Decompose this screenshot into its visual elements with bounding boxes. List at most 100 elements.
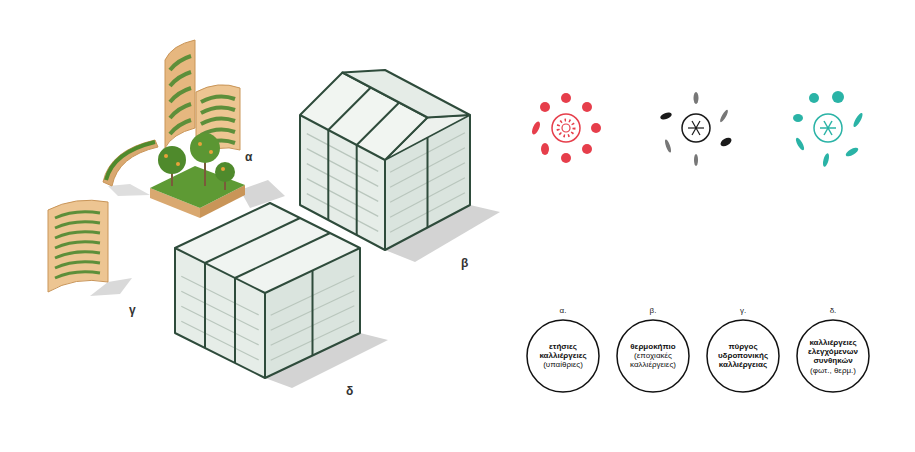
circle-note: (φωτ., θερμ.): [808, 365, 858, 374]
warm-season-icon: [530, 93, 601, 163]
drawing-part: [824, 121, 832, 135]
drawing-part: [55, 232, 100, 238]
drawing-part: [852, 112, 864, 128]
crop-circle: α.ετήσιες καλλιέργειες(υπαίθριες): [526, 319, 600, 393]
drawing-part: [357, 103, 400, 146]
drawing-part: [328, 88, 371, 131]
drawing-part: [820, 121, 836, 135]
drawing-part: [221, 167, 225, 171]
drawing-part: [824, 121, 832, 135]
figure-letter: δ: [346, 384, 353, 398]
drawing-part: [682, 114, 710, 142]
drawing-part: [170, 104, 191, 118]
circle-heading: γ.: [696, 306, 790, 315]
drawing-part: [384, 160, 386, 250]
drawing-part: [307, 164, 378, 202]
drawing-part: [793, 114, 803, 122]
drawing-part: [55, 242, 100, 248]
drawing-part: [552, 114, 580, 142]
circle-body: θερμοκήπιο(εποχιακές καλλιέργειες): [630, 342, 676, 370]
drawing-part: [541, 143, 549, 155]
drawing-part: [55, 262, 100, 268]
drawing-part: [170, 88, 191, 102]
drawing-part: [198, 142, 202, 146]
circle-title: ετήσιες καλλιέργειες: [539, 342, 586, 360]
circle-body: πύργος υδροπονικής καλλιέργειας: [718, 342, 768, 370]
figure-letter: β: [461, 256, 468, 270]
drawing-part: [176, 162, 180, 166]
drawing-part: [664, 139, 673, 154]
drawing-part: [561, 153, 571, 163]
crop-circle: β.θερμοκήπιο(εποχιακές καλλιέργειες): [616, 319, 690, 393]
drawing-part: [215, 162, 235, 182]
drawing-part: [582, 144, 592, 154]
drawing-part: [794, 137, 805, 152]
drawing-part: [170, 72, 191, 86]
drawing-part: [561, 93, 571, 103]
drawing-part: [694, 154, 698, 166]
drawing-part: [181, 291, 258, 330]
drawing-part: [170, 120, 191, 134]
drawing-part: [562, 124, 570, 132]
drawing-part: [809, 93, 819, 103]
drawing-part: [356, 145, 358, 235]
hydroponic-tower: [48, 200, 132, 296]
crop-circle: γ.πύργος υδροπονικής καλλιέργειας: [706, 319, 780, 393]
drawing-part: [844, 146, 859, 158]
drawing-part: [181, 321, 258, 360]
drawing-part: [832, 91, 844, 103]
drawing-part: [103, 140, 158, 186]
drawing-part: [55, 252, 100, 258]
drawing-part: [175, 248, 360, 378]
drawing-part: [427, 138, 429, 228]
drawing-part: [822, 153, 830, 168]
drawing-part: [327, 130, 329, 220]
drawing-part: [170, 56, 191, 70]
circle-title: καλλιέργειες ελεγχόμενων συνθηκών: [808, 338, 858, 366]
crop-circle: δ.καλλιέργειες ελεγχόμενων συνθηκών(φωτ.…: [796, 319, 870, 393]
circle-body: καλλιέργειες ελεγχόμενων συνθηκών(φωτ., …: [808, 338, 858, 375]
drawing-part: [558, 120, 574, 136]
circle-title: θερμοκήπιο: [630, 342, 676, 351]
drawing-part: [201, 97, 235, 102]
drawing-part: [205, 218, 300, 263]
drawing-part: [55, 222, 100, 228]
circle-heading: β.: [606, 306, 700, 315]
drawing-part: [204, 263, 206, 348]
drawing-part: [201, 119, 235, 124]
circle-note: (υπαίθριες): [539, 361, 586, 370]
drawing-part: [190, 133, 220, 163]
drawing-part: [692, 121, 700, 135]
drawing-part: [158, 146, 186, 174]
drawing-part: [719, 109, 729, 123]
drawing-part: [540, 102, 550, 112]
drawing-part: [165, 40, 195, 148]
circle-note: (εποχιακές καλλιέργειες): [630, 351, 676, 369]
drawing-part: [307, 179, 378, 217]
drawing-part: [343, 70, 471, 118]
drawing-part: [692, 121, 700, 135]
drawing-part: [181, 306, 258, 345]
drawing-part: [719, 136, 733, 148]
drawing-part: [300, 88, 470, 251]
cold-season-icon: [793, 91, 864, 167]
drawing-part: [591, 123, 601, 133]
drawing-part: [235, 233, 330, 278]
drawing-part: [175, 203, 360, 293]
drawing-part: [55, 272, 100, 278]
mixed-season-icon: [659, 92, 733, 166]
drawing-part: [312, 271, 314, 356]
drawing-part: [694, 92, 699, 104]
drawing-part: [108, 184, 150, 196]
figure-letter: α: [245, 150, 252, 164]
drawing-part: [209, 150, 213, 154]
drawing-part: [814, 114, 842, 142]
circle-body: ετήσιες καλλιέργειες(υπαίθριες): [539, 342, 586, 370]
drawing-part: [234, 278, 236, 363]
circle-heading: α.: [516, 306, 610, 315]
drawing-part: [48, 200, 108, 292]
drawing-part: [659, 111, 672, 121]
drawing-part: [582, 102, 592, 112]
figure-letter: γ: [129, 303, 136, 317]
